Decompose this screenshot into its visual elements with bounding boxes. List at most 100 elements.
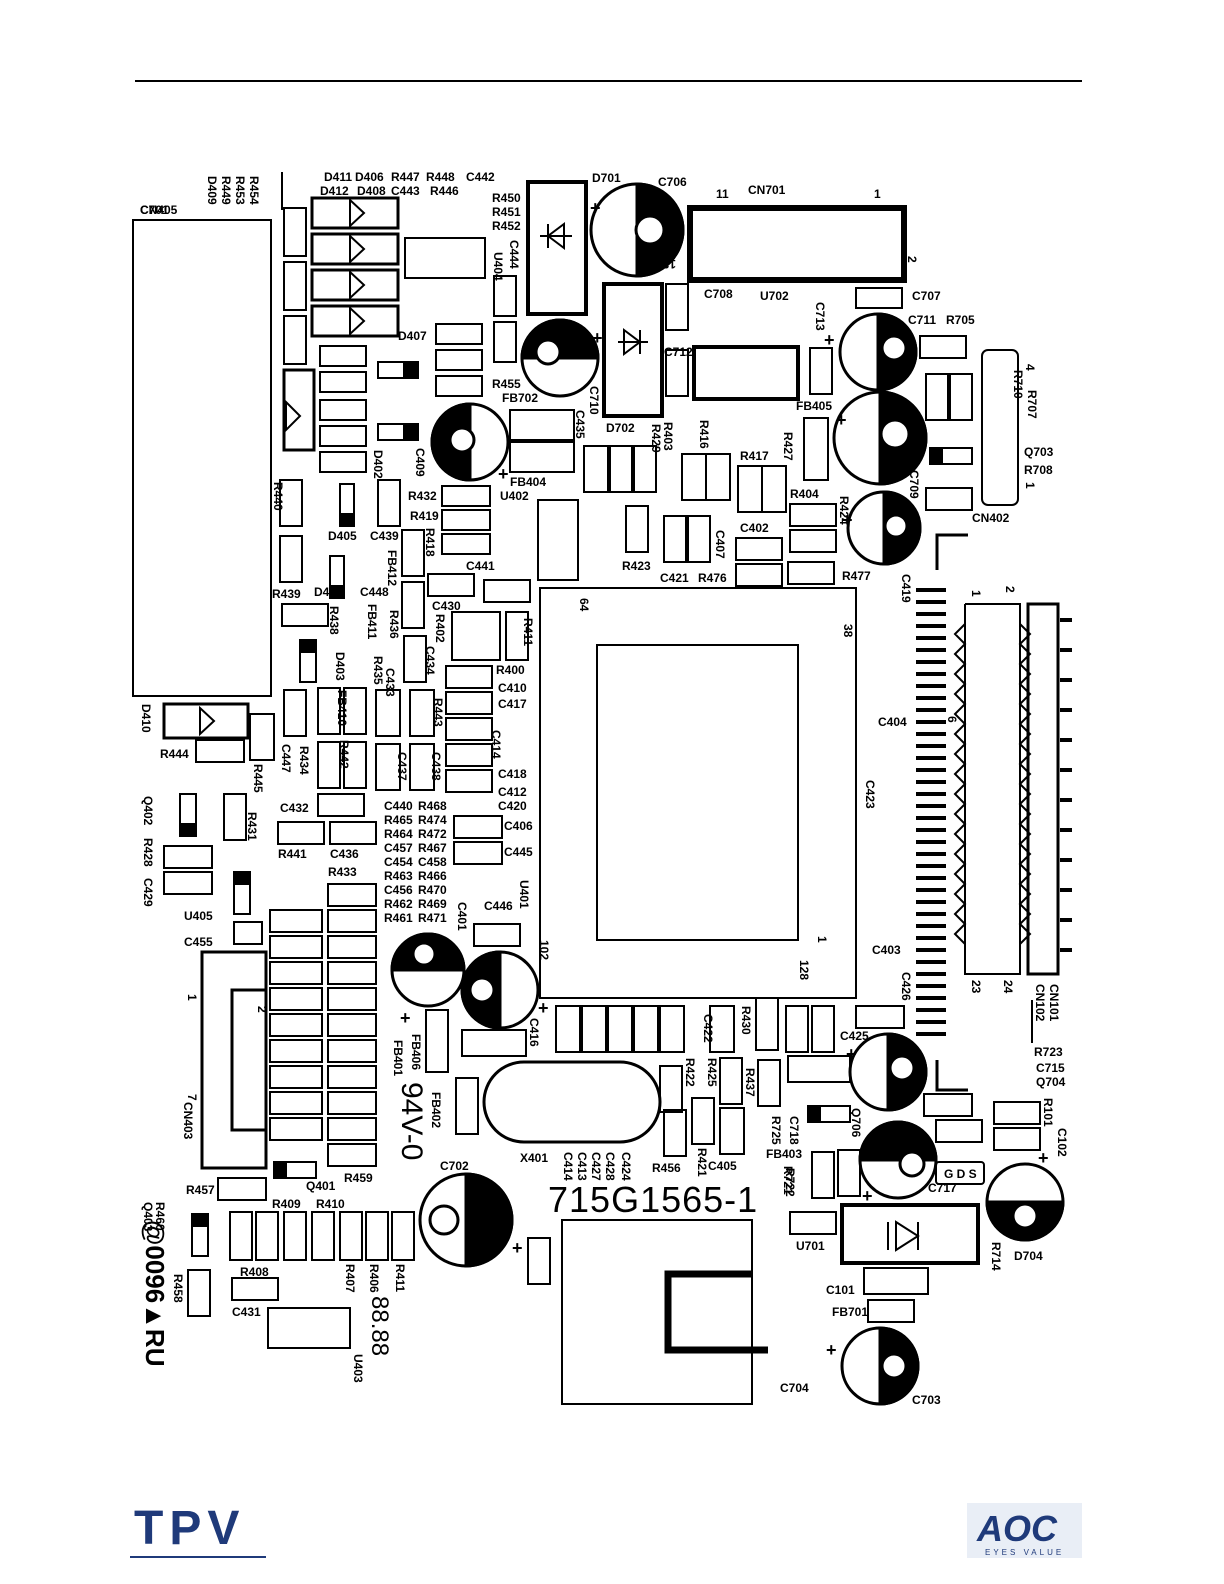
designator-q402: Q402 xyxy=(141,796,155,826)
designator-r428: R428 xyxy=(141,838,155,867)
cn403-pin7-label: 7 xyxy=(185,1094,199,1101)
u401-pin128-label: 128 xyxy=(797,960,811,980)
designator-c433: C433 xyxy=(383,668,397,697)
designator-r469: R469 xyxy=(418,897,447,911)
designator-fb403: FB403 xyxy=(766,1147,802,1161)
designator-c441: C441 xyxy=(466,559,495,573)
svg-text:+: + xyxy=(826,1340,837,1360)
cn101-pin1-label: 1 xyxy=(969,590,983,597)
designator-fb405: FB405 xyxy=(796,399,832,413)
designator-r444: R444 xyxy=(160,747,189,761)
designator-r437: R437 xyxy=(743,1068,757,1097)
designator-r451: R451 xyxy=(492,205,521,219)
designator-r467: R467 xyxy=(418,841,447,855)
smd-markers xyxy=(179,361,973,1257)
designator-x401: X401 xyxy=(520,1151,548,1165)
cn101-pins xyxy=(953,623,1032,945)
designator-r417: R417 xyxy=(740,449,769,463)
u401-outline xyxy=(539,587,857,999)
designator-c417: C417 xyxy=(498,697,527,711)
designator-r408: R408 xyxy=(240,1265,269,1279)
designator-r434: R434 xyxy=(297,746,311,775)
designator-r441: R441 xyxy=(278,847,307,861)
fpc-pins xyxy=(916,588,1072,1036)
svg-text:+: + xyxy=(538,998,549,1018)
designator-r435: R435 xyxy=(371,656,385,685)
designator-fb406: FB406 xyxy=(409,1034,423,1070)
designator-r454: R454 xyxy=(247,176,261,205)
designator-c443: C443 xyxy=(391,184,420,198)
d702-outline xyxy=(602,282,664,418)
designator-r440: R440 xyxy=(271,482,285,511)
designator-c427: C427 xyxy=(589,1152,603,1181)
designator-c457: C457 xyxy=(384,841,413,855)
aoc-tagline: EYES VALUE xyxy=(985,1548,1064,1557)
designator-d404: D404 xyxy=(314,585,343,599)
designator-r461: R461 xyxy=(384,911,413,925)
designator-d410: D410 xyxy=(139,704,153,733)
c401a xyxy=(390,932,466,1008)
designator-r438: R438 xyxy=(327,606,341,635)
u701-outline xyxy=(561,1219,753,1405)
designator-r466: R466 xyxy=(418,869,447,883)
designator-d408: D408 xyxy=(357,184,386,198)
designator-fb702: FB702 xyxy=(502,391,538,405)
designator-r421: R421 xyxy=(695,1148,709,1177)
svg-text:+: + xyxy=(400,1008,411,1028)
designator-c414: C414 xyxy=(489,730,503,759)
designator-c403: C403 xyxy=(872,943,901,957)
designator-d701: D701 xyxy=(592,171,621,185)
designator-c412: C412 xyxy=(498,785,527,799)
designator-q706: Q706 xyxy=(849,1108,863,1138)
designator-c402: C402 xyxy=(740,521,769,535)
designator-c710: C710 xyxy=(587,386,601,415)
c701 xyxy=(840,1326,920,1406)
designator-q704: Q704 xyxy=(1036,1075,1066,1089)
svg-text:+: + xyxy=(590,198,601,218)
tpv-logo-text: TPV xyxy=(134,1502,245,1555)
designator-c447: C447 xyxy=(279,744,293,773)
designator-r419: R419 xyxy=(410,509,439,523)
designator-r416: R416 xyxy=(697,420,711,449)
c711 xyxy=(838,312,918,392)
designator-r708: R708 xyxy=(1024,463,1053,477)
designator-c444: C444 xyxy=(507,240,521,269)
designator-d402: D402 xyxy=(371,450,385,479)
designator-r707: R707 xyxy=(1025,390,1039,419)
designator-r453: R453 xyxy=(233,176,247,205)
designator-u402: U402 xyxy=(500,489,529,503)
designator-c424: C424 xyxy=(619,1152,633,1181)
designator-r725: R725 xyxy=(769,1116,783,1145)
designator-r446: R446 xyxy=(430,184,459,198)
designator-cn701: CN701 xyxy=(748,183,786,197)
designator-c442: C442 xyxy=(466,170,495,184)
cn101-pin6-label: 6 xyxy=(945,716,959,723)
designator-r722: R722 xyxy=(783,1168,797,1197)
designator-u405: U405 xyxy=(184,909,213,923)
c715 xyxy=(848,1032,928,1112)
designator-u702: U702 xyxy=(760,289,789,303)
designator-fb412: FB412 xyxy=(385,550,399,586)
designator-c425: C425 xyxy=(840,1029,869,1043)
gds-label: G D S xyxy=(944,1167,977,1181)
designator-c431: C431 xyxy=(232,1305,261,1319)
designator-r442: R442 xyxy=(337,740,351,769)
designator-r721: R721 xyxy=(781,1166,795,1195)
u403-outline xyxy=(267,1307,351,1349)
designator-c715: C715 xyxy=(1036,1061,1065,1075)
designator-fb402: FB402 xyxy=(429,1092,443,1128)
designator-cn405: CN405 xyxy=(140,203,178,217)
designator-r465: R465 xyxy=(384,813,413,827)
designator-cn402: CN402 xyxy=(972,511,1010,525)
passive-footprints xyxy=(162,196,1041,1323)
designator-c445: C445 xyxy=(504,845,533,859)
aoc-logo: AOC EYES VALUE xyxy=(967,1503,1082,1558)
designator-c438: C438 xyxy=(429,752,443,781)
designator-c406: C406 xyxy=(504,819,533,833)
designator-r406: R406 xyxy=(367,1264,381,1293)
designator-fb410: FB410 xyxy=(335,690,349,726)
c101 xyxy=(985,1162,1065,1242)
cn403-outline xyxy=(200,950,268,1170)
